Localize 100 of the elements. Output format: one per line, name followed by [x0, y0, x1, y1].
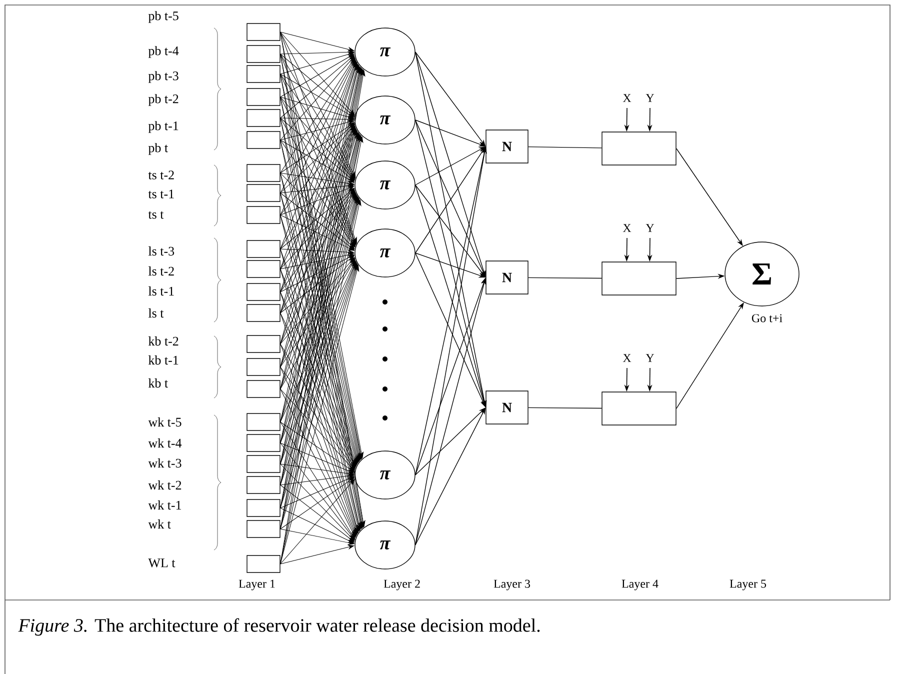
input-box: [246, 413, 280, 431]
input-box: [246, 164, 280, 182]
arrow: [280, 508, 354, 544]
edge-label: X: [622, 353, 632, 363]
input-label: ls t-2: [148, 266, 174, 276]
layer-label: Layer 5: [730, 580, 766, 590]
arrow: [280, 528, 354, 545]
arrow: [280, 344, 356, 469]
arrow: [280, 74, 354, 118]
input-box: [246, 476, 280, 494]
arrow: [280, 442, 356, 540]
normalization-box: N: [486, 260, 528, 294]
edge-label: X: [622, 223, 632, 233]
input-box: [246, 184, 280, 202]
arrow: [280, 140, 354, 183]
input-label: kb t-2: [148, 336, 178, 346]
arrow: [280, 258, 356, 390]
input-label: pb t-2: [148, 94, 178, 106]
input-label: wk t-1: [148, 500, 181, 510]
arrow: [280, 476, 354, 508]
input-box: [246, 304, 280, 322]
input-label: wk t-5: [148, 417, 182, 427]
arrow: [280, 186, 354, 216]
input-label: wk t-4: [148, 438, 182, 448]
arrow: [280, 474, 354, 486]
arrow: [280, 464, 355, 542]
arrow: [280, 388, 355, 472]
arrow: [280, 366, 356, 470]
arrow: [280, 479, 355, 564]
arrow: [280, 252, 354, 270]
edge-label: Y: [644, 93, 656, 103]
arrow: [280, 422, 354, 472]
arrow: [280, 255, 354, 314]
arrow: [280, 172, 354, 186]
arrow: [280, 172, 355, 250]
arrow: [280, 96, 354, 120]
input-label: ts t-1: [148, 190, 174, 198]
edge-label: X: [622, 93, 632, 103]
input-box: [246, 499, 280, 517]
arrow: [280, 190, 355, 292]
arrow: [280, 248, 354, 254]
normalization-box: N: [486, 390, 528, 424]
arrow: [280, 52, 354, 74]
arrow: [280, 188, 355, 270]
input-label: pb t-1: [148, 121, 178, 133]
arrow: [280, 54, 354, 98]
output-box: [602, 262, 676, 296]
input-box: [246, 65, 280, 83]
layer-label: Layer 4: [622, 580, 658, 590]
arrow: [280, 214, 354, 251]
input-label: kb t: [148, 378, 168, 388]
input-label: WL t: [148, 558, 176, 568]
input-label: wk t: [148, 519, 171, 529]
output-box: [602, 392, 676, 426]
layer-label: Layer 3: [494, 580, 530, 590]
input-box: [246, 45, 280, 63]
input-label: pb t-5: [148, 11, 178, 23]
input-label: ts t: [148, 211, 164, 219]
input-box: [246, 555, 280, 573]
arrow: [280, 117, 354, 122]
input-label: ls t-1: [148, 286, 174, 296]
arrow: [280, 32, 356, 178]
figure-caption: Figure 3. The architecture of reservoir water release decision model.: [18, 618, 540, 636]
connector-line: [528, 146, 602, 148]
output-label: Go t+i: [752, 314, 782, 322]
input-box: [246, 240, 280, 258]
input-label: wk t-2: [148, 480, 182, 490]
input-box: [246, 206, 280, 224]
connector-line: [528, 277, 602, 279]
input-box: [246, 434, 280, 452]
arrow: [280, 422, 356, 540]
arrow: [280, 50, 354, 54]
arrow: [280, 477, 354, 530]
arrow: [280, 183, 354, 194]
input-label: pb t-4: [148, 46, 179, 58]
input-box: [246, 455, 280, 473]
input-box: [246, 335, 280, 353]
arrow: [280, 258, 356, 368]
arrow: [280, 96, 355, 180]
input-box: [246, 358, 280, 376]
input-label: wk t-3: [148, 458, 182, 468]
input-box: [246, 23, 280, 41]
input-label: ts t-2: [148, 170, 174, 180]
arrow: [280, 190, 356, 314]
input-label: kb t-1: [148, 355, 178, 365]
input-label: pb t-3: [148, 71, 178, 83]
normalization-box: N: [486, 130, 528, 164]
arrow: [280, 464, 354, 476]
arrow: [280, 257, 355, 344]
input-box: [246, 380, 280, 398]
arrow: [280, 254, 354, 292]
input-box: [246, 260, 280, 278]
input-box: [246, 131, 280, 149]
input-box: [246, 88, 280, 106]
edge-label: Y: [644, 223, 656, 233]
output-box: [602, 132, 676, 166]
connector-line: [528, 407, 602, 409]
input-label: ls t: [148, 308, 164, 318]
arrow: [280, 124, 355, 216]
input-box: [246, 283, 280, 301]
